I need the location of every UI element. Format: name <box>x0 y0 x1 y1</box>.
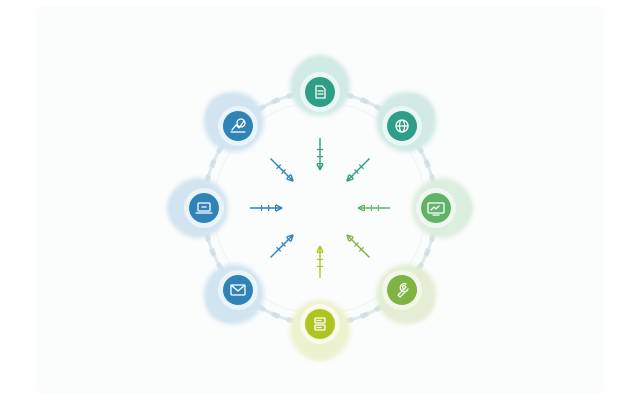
wrench-icon <box>397 282 409 298</box>
ring-dash <box>271 311 280 319</box>
ring-dash <box>271 97 280 105</box>
node-bottom[interactable] <box>290 300 350 360</box>
ring-dash <box>423 159 431 168</box>
document-icon <box>315 85 326 99</box>
ring-dash <box>209 159 217 168</box>
connector-arrow-top <box>316 138 324 171</box>
ring-dash <box>360 97 369 105</box>
connector-arrow-top-left <box>270 158 294 182</box>
ring-dash <box>423 248 431 257</box>
node-circle[interactable] <box>387 275 418 306</box>
node-top[interactable] <box>290 56 350 116</box>
chart-icon <box>230 118 246 133</box>
node-circle[interactable] <box>421 193 451 223</box>
node-right[interactable] <box>412 178 472 238</box>
connector-arrow-left <box>250 204 283 212</box>
node-circle[interactable] <box>305 309 335 339</box>
connector-arrow-top-right <box>346 158 370 182</box>
node-bottom-left[interactable] <box>203 264 264 325</box>
node-circle[interactable] <box>222 275 253 306</box>
background-panel <box>36 6 604 394</box>
node-top-left[interactable] <box>203 91 264 152</box>
server-icon <box>314 317 326 331</box>
monitor-icon <box>427 202 445 216</box>
connector-arrow-right <box>357 204 390 212</box>
node-circle[interactable] <box>189 193 219 223</box>
envelope-icon <box>230 284 246 296</box>
globe-icon <box>395 119 409 133</box>
connector-arrow-bottom-left <box>270 234 294 258</box>
connector-arrow-bottom <box>316 245 324 278</box>
laptop-icon <box>195 202 213 214</box>
ring-dash <box>360 311 369 319</box>
ring-dash <box>209 248 217 257</box>
node-bottom-right[interactable] <box>376 264 437 325</box>
node-circle[interactable] <box>305 77 335 107</box>
node-top-right[interactable] <box>376 91 437 152</box>
node-left[interactable] <box>168 178 228 238</box>
connector-arrow-bottom-right <box>346 234 370 258</box>
